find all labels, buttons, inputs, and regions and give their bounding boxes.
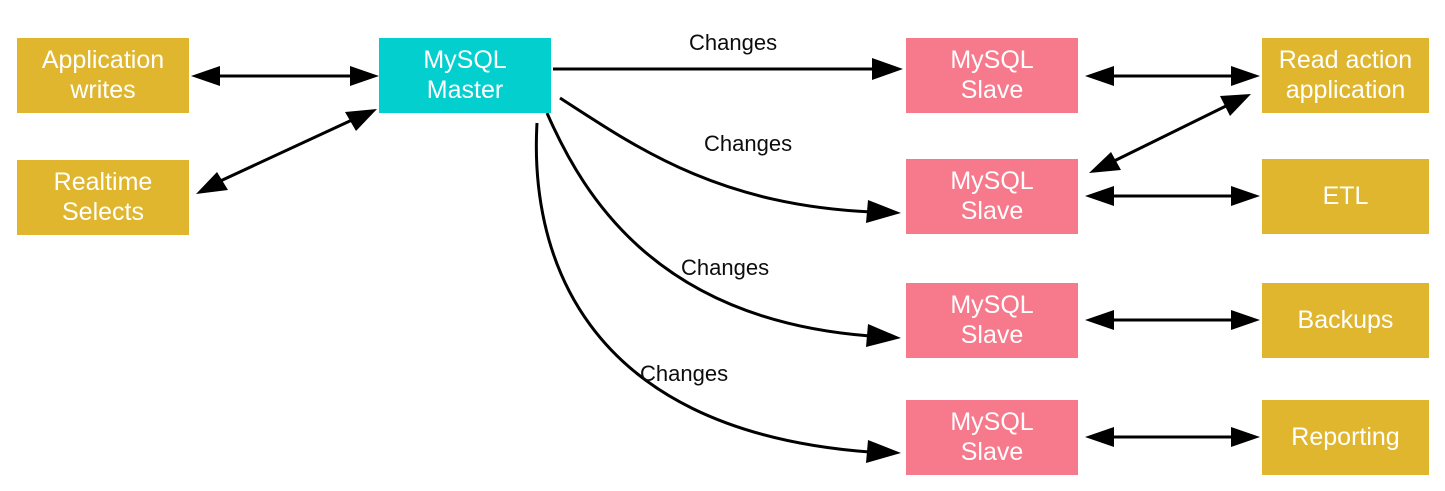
node-realtime-selects[interactable]: Realtime Selects <box>17 160 189 235</box>
node-label: MySQL Slave <box>950 167 1034 225</box>
node-label: MySQL Slave <box>950 46 1034 104</box>
node-label: Backups <box>1297 305 1394 334</box>
edge-label-changes-1: Changes <box>689 30 778 55</box>
edge-slave-3-to-backups <box>1085 310 1260 330</box>
edge-label-changes-4: Changes <box>640 361 729 386</box>
node-label: Application writes <box>41 46 165 104</box>
node-reporting[interactable]: Reporting <box>1262 400 1429 475</box>
edge-master-to-slave-3 <box>545 112 901 347</box>
node-label: ETL <box>1322 181 1369 210</box>
node-label: Read action application <box>1278 46 1413 104</box>
edge-master-to-slave-2 <box>559 96 901 223</box>
edge-slave-2-to-etl <box>1085 186 1260 206</box>
edge-master-to-slave-1 <box>553 58 903 80</box>
node-mysql-master[interactable]: MySQL Master <box>379 38 551 113</box>
edge-label-changes-3: Changes <box>681 255 770 280</box>
edge-realtime-selects-to-master <box>196 109 377 194</box>
node-label: MySQL Slave <box>950 291 1034 349</box>
node-read-action-application[interactable]: Read action application <box>1262 38 1429 113</box>
node-mysql-slave-4[interactable]: MySQL Slave <box>906 400 1078 475</box>
node-label: Reporting <box>1291 422 1400 451</box>
edge-slave-2-to-read-action <box>1089 94 1251 173</box>
edge-slave-1-to-read-action <box>1085 66 1260 86</box>
node-etl[interactable]: ETL <box>1262 159 1429 234</box>
node-label: MySQL Slave <box>950 408 1034 466</box>
node-mysql-slave-1[interactable]: MySQL Slave <box>906 38 1078 113</box>
edge-master-to-slave-4 <box>534 122 901 463</box>
node-mysql-slave-3[interactable]: MySQL Slave <box>906 283 1078 358</box>
edge-app-writes-to-master <box>191 66 379 86</box>
node-mysql-slave-2[interactable]: MySQL Slave <box>906 159 1078 234</box>
node-label: MySQL Master <box>423 46 507 104</box>
node-backups[interactable]: Backups <box>1262 283 1429 358</box>
edge-label-changes-2: Changes <box>704 131 793 156</box>
node-application-writes[interactable]: Application writes <box>17 38 189 113</box>
node-label: Realtime Selects <box>53 168 153 226</box>
edge-slave-4-to-reporting <box>1085 427 1260 447</box>
